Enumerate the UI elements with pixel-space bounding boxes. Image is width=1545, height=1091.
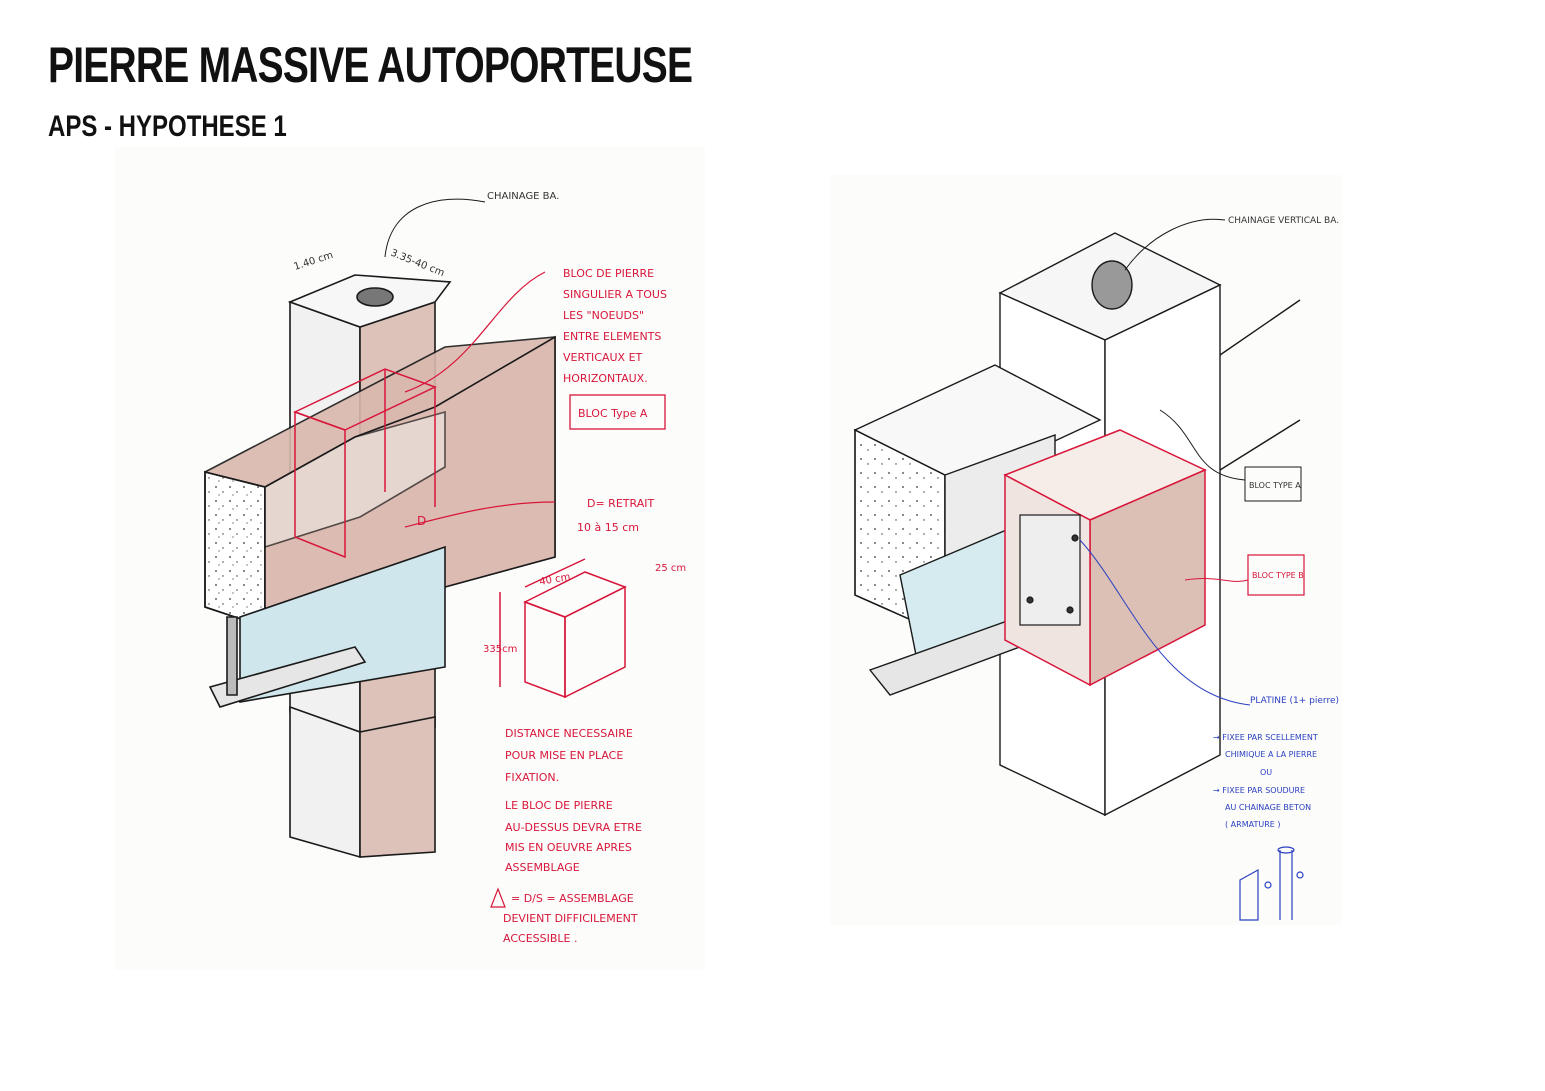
svg-text:VERTICAUX ET: VERTICAUX ET: [563, 351, 643, 364]
svg-text:ENTRE ELEMENTS: ENTRE ELEMENTS: [563, 330, 661, 343]
svg-text:ACCESSIBLE .: ACCESSIBLE .: [503, 932, 577, 945]
chainage-label: CHAINAGE BA.: [487, 191, 559, 202]
right-sketch: CHAINAGE VERTICAL BA. BLOC TYPE A BLOC T…: [853, 216, 1339, 921]
bloc-type-a-label: BLOC Type A: [578, 407, 648, 420]
chainage-core: [356, 287, 394, 307]
bloc-type-b-label: BLOC TYPE B: [1252, 571, 1304, 580]
chainage-core: [1091, 260, 1133, 310]
svg-text:DEVIENT DIFFICILEMENT: DEVIENT DIFFICILEMENT: [503, 912, 638, 925]
block-dim-width: 40 cm: [539, 572, 572, 588]
svg-text:ASSEMBLAGE: ASSEMBLAGE: [505, 861, 580, 874]
page-title: PIERRE MASSIVE AUTOPORTEUSE: [48, 37, 693, 93]
bloc-dessus-note: LE BLOC DE PIERRE AU-DESSUS DEVRA ETRE M…: [505, 799, 642, 874]
right-sketch-sheet: CHAINAGE VERTICAL BA. BLOC TYPE A BLOC T…: [830, 175, 1342, 925]
bloc-note: BLOC DE PIERRE SINGULIER A TOUS LES "NOE…: [563, 267, 667, 385]
svg-text:→ FIXEE PAR SOUDURE: → FIXEE PAR SOUDURE: [1213, 786, 1305, 795]
warning-icon: [490, 887, 506, 908]
block-detail: [499, 558, 627, 699]
svg-text:POUR MISE EN PLACE: POUR MISE EN PLACE: [505, 749, 623, 762]
horizontal-beam: [203, 335, 556, 629]
bloc-type-a-box: [569, 394, 666, 430]
retrait-value: 10 à 15 cm: [577, 521, 639, 534]
dim-width: 1.40 cm: [293, 250, 335, 273]
warning-note: = D/S = ASSEMBLAGE DEVIENT DIFFICILEMENT…: [503, 892, 638, 945]
svg-text:DISTANCE NECESSAIRE: DISTANCE NECESSAIRE: [505, 727, 633, 740]
block-dim-depth: 25 cm: [655, 563, 686, 574]
block-dim-height: 335cm: [483, 644, 517, 655]
svg-text:= D/S = ASSEMBLAGE: = D/S = ASSEMBLAGE: [511, 892, 634, 905]
platine: [1019, 514, 1081, 626]
svg-text:MIS EN OEUVRE APRES: MIS EN OEUVRE APRES: [505, 841, 632, 854]
svg-text:AU-DESSUS DEVRA ETRE: AU-DESSUS DEVRA ETRE: [505, 821, 642, 834]
bloc-type-a-box: [1244, 466, 1302, 502]
svg-text:( ARMATURE ): ( ARMATURE ): [1225, 820, 1280, 829]
svg-text:→ FIXEE PAR SCELLEMENT: → FIXEE PAR SCELLEMENT: [1213, 733, 1318, 742]
bloc-type-a-outline: [293, 368, 437, 559]
svg-text:OU: OU: [1260, 768, 1272, 777]
dim-depth: 3.35-40 cm: [389, 248, 446, 280]
svg-text:SINGULIER A TOUS: SINGULIER A TOUS: [563, 288, 667, 301]
bloc-type-b-box: [1247, 554, 1305, 596]
retrait-label: D= RETRAIT: [587, 497, 654, 510]
left-sketch: CHAINAGE BA. 1.40 cm 3.35-40 cm BLOC DE …: [203, 191, 686, 945]
svg-text:AU CHAINAGE BETON: AU CHAINAGE BETON: [1225, 803, 1311, 812]
svg-text:HORIZONTAUX.: HORIZONTAUX.: [563, 372, 648, 385]
svg-text:LE BLOC DE PIERRE: LE BLOC DE PIERRE: [505, 799, 613, 812]
platine-label: PLATINE (1+ pierre): [1250, 696, 1339, 706]
rebar-detail: [1239, 846, 1304, 921]
bloc-type-a-label: BLOC TYPE A: [1249, 481, 1301, 490]
svg-text:FIXATION.: FIXATION.: [505, 771, 559, 784]
chainage-label: CHAINAGE VERTICAL BA.: [1228, 216, 1339, 226]
page-subtitle: APS - HYPOTHESE 1: [48, 110, 287, 143]
fixation-notes: → FIXEE PAR SCELLEMENT CHIMIQUE A LA PIE…: [1213, 733, 1318, 829]
left-sketch-sheet: CHAINAGE BA. 1.40 cm 3.35-40 cm BLOC DE …: [115, 147, 705, 970]
lower-column: [289, 705, 436, 859]
steel-beam: [208, 545, 446, 708]
svg-text:LES "NOEUDS": LES "NOEUDS": [563, 309, 644, 322]
d-marker: D: [417, 514, 426, 528]
svg-text:BLOC DE PIERRE: BLOC DE PIERRE: [563, 267, 654, 280]
distance-note: DISTANCE NECESSAIRE POUR MISE EN PLACE F…: [505, 727, 633, 784]
svg-text:CHIMIQUE A LA PIERRE: CHIMIQUE A LA PIERRE: [1225, 750, 1317, 759]
